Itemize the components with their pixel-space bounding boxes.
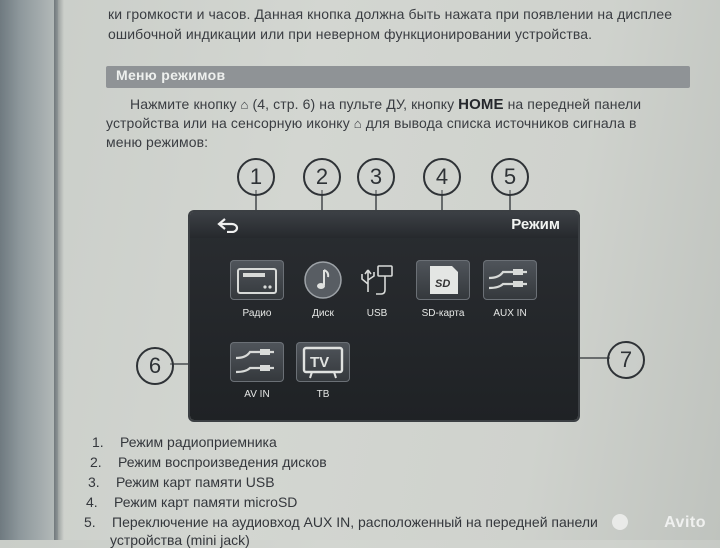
list-text: Режим карт памяти USB [116, 474, 275, 490]
mode-label-usb: USB [366, 308, 388, 319]
home-keyword: HOME [458, 96, 504, 113]
mode-tile-disc[interactable] [296, 260, 350, 300]
list-item: 2. Режим воспроизведения дисков [90, 454, 327, 470]
list-number: 2. [90, 454, 102, 470]
usb-icon [361, 265, 393, 295]
home-icon: ⌂ [353, 116, 362, 131]
section-title: Меню режимов [116, 67, 226, 83]
watermark: Avito [664, 514, 706, 531]
callout-7: 7 [607, 341, 645, 379]
sd-card-icon: SD [430, 266, 458, 294]
paragraph-text: Нажмите кнопку [130, 96, 241, 112]
aux-cable-icon [488, 269, 527, 290]
list-text: Режим радиоприемника [120, 434, 277, 450]
list-text: Режим воспроизведения дисков [118, 454, 327, 470]
mode-tile-av[interactable] [230, 342, 284, 382]
mode-tile-radio[interactable] [230, 260, 284, 300]
callout-4: 4 [423, 158, 461, 196]
list-item: 1. Режим радиоприемника [92, 434, 277, 450]
intro-line-1: ки громкости и часов. Данная кнопка долж… [108, 6, 673, 22]
mode-label-radio: Радио [242, 308, 272, 319]
paragraph-text: (4, стр. 6) на пульте ДУ, кнопку [248, 96, 459, 112]
home-icon: ⌂ [240, 97, 249, 112]
mode-label-av: AV IN [244, 389, 270, 400]
screen-title: Режим [511, 216, 560, 233]
list-item: 3. Режим карт памяти USB [88, 474, 275, 490]
mode-tile-aux[interactable] [483, 260, 537, 300]
paragraph-text: для вывода списка источников сигнала в [361, 115, 637, 131]
list-item: устройства (mini jack) [110, 532, 250, 548]
intro-line-2: ошибочной индикации или при неверном фун… [108, 26, 593, 42]
tv-icon: TV [302, 346, 344, 379]
mode-label-sd: SD-карта [421, 308, 465, 319]
list-number: 4. [86, 494, 98, 510]
svg-text:SD: SD [435, 278, 450, 290]
page-fold [54, 0, 64, 540]
screen-title-bar [190, 212, 578, 238]
mode-menu-screen: Режим Радио Диск USB SD SD-карта [190, 212, 578, 420]
mode-label-aux: AUX IN [493, 308, 527, 319]
section-header-bar [106, 66, 690, 88]
paragraph-line-2: устройства или на сенсорную иконку ⌂ для… [106, 115, 636, 131]
list-text: Переключение на аудиовход AUX IN, распол… [112, 514, 598, 530]
list-item: 4. Режим карт памяти microSD [86, 494, 297, 510]
list-number: 1. [92, 434, 104, 450]
paragraph-line-1: Нажмите кнопку ⌂ (4, стр. 6) на пульте Д… [130, 96, 641, 113]
mode-tile-tv[interactable]: TV [296, 342, 350, 382]
callout-3: 3 [357, 158, 395, 196]
list-text: устройства (mini jack) [110, 532, 250, 548]
mode-tile-sd[interactable]: SD [416, 260, 470, 300]
mode-label-disc: Диск [312, 308, 334, 319]
list-text: Режим карт памяти microSD [114, 494, 298, 510]
list-number: 5. [84, 514, 96, 530]
page-shadow-edge [0, 0, 58, 540]
callout-6: 6 [136, 347, 174, 385]
callout-5: 5 [491, 158, 529, 196]
paragraph-text: на передней панели [503, 96, 642, 112]
svg-text:TV: TV [310, 354, 329, 371]
list-number: 3. [88, 474, 100, 490]
mode-tile-usb[interactable] [350, 260, 404, 300]
callout-1: 1 [237, 158, 275, 196]
mode-label-tv: ТВ [316, 389, 330, 400]
paragraph-text: устройства или на сенсорную иконку [106, 115, 354, 131]
radio-icon [237, 268, 277, 294]
back-arrow-icon[interactable] [216, 217, 240, 233]
avito-logo-icon [612, 514, 628, 530]
disc-icon [304, 261, 342, 299]
paragraph-line-3: меню режимов: [106, 134, 209, 150]
list-item: 5. Переключение на аудиовход AUX IN, расп… [84, 514, 598, 530]
av-cable-icon [235, 349, 274, 374]
callout-2: 2 [303, 158, 341, 196]
